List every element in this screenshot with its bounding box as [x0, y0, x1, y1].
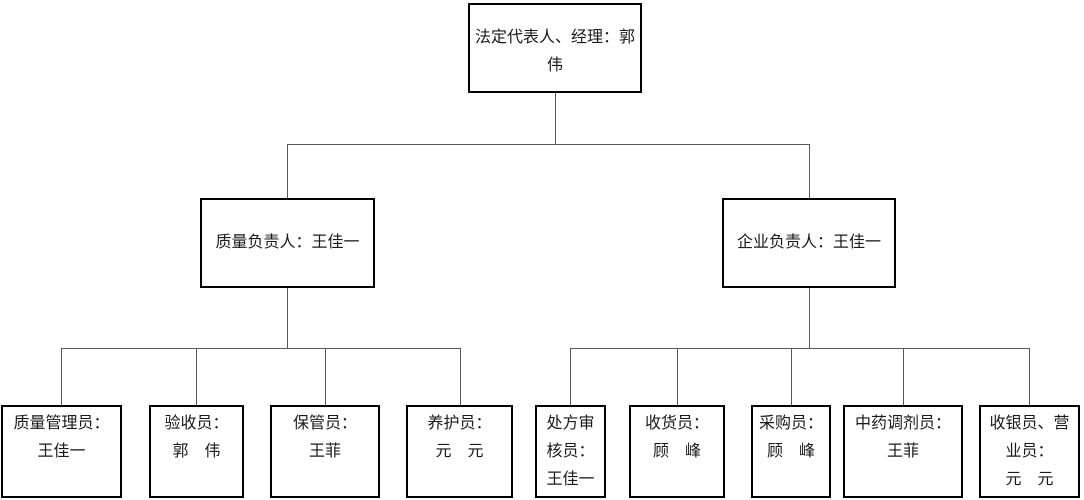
org-node-inspector: 验收员： 郭 伟: [149, 405, 244, 498]
connector-drop-maintainer: [460, 348, 461, 405]
org-node-label: 收银员、营 业员： 元 元: [989, 415, 1070, 488]
connector-drop-receiver: [677, 348, 678, 405]
org-node-label: 养护员： 元 元: [427, 415, 492, 460]
org-node-label: 质量负责人：王佳一: [215, 234, 360, 251]
connector-drop-inspector: [196, 348, 197, 405]
connector-drop-enterprise-manager: [809, 144, 810, 198]
connector-drop-prescription-reviewer: [570, 348, 571, 405]
connector-drop-purchaser: [791, 348, 792, 405]
connector-drop-custodian: [325, 348, 326, 405]
org-node-tcm-dispenser: 中药调剂员： 王菲: [843, 405, 963, 498]
connector-root-stem: [555, 93, 556, 144]
connector-enterprise-stem: [809, 288, 810, 348]
org-node-label: 法定代表人、经理：郭 伟: [474, 29, 635, 74]
connector-quality-span: [61, 348, 461, 349]
connector-drop-quality-admin: [61, 348, 62, 405]
connector-enterprise-span: [570, 348, 1030, 349]
org-node-purchaser: 采购员： 顾 峰: [751, 405, 831, 498]
org-node-label: 处方审 核员： 王佳一: [546, 415, 595, 488]
org-node-legal-representative: 法定代表人、经理：郭 伟: [468, 3, 642, 93]
org-node-maintainer: 养护员： 元 元: [406, 405, 513, 498]
org-node-enterprise-manager: 企业负责人：王佳一: [722, 198, 896, 288]
connector-quality-stem: [287, 288, 288, 348]
org-node-label: 采购员： 顾 峰: [758, 415, 823, 460]
org-node-label: 验收员： 郭 伟: [164, 415, 229, 460]
connector-drop-quality-manager: [287, 144, 288, 198]
org-node-label: 质量管理员： 王佳一: [13, 415, 110, 460]
connector-drop-tcm-dispenser: [903, 348, 904, 405]
org-node-label: 中药调剂员： 王菲: [854, 415, 951, 460]
connector-drop-cashier: [1029, 348, 1030, 405]
org-node-label: 企业负责人：王佳一: [736, 234, 881, 251]
org-node-label: 收货员： 顾 峰: [644, 415, 709, 460]
org-node-quality-manager: 质量负责人：王佳一: [200, 198, 375, 288]
org-node-prescription-reviewer: 处方审 核员： 王佳一: [535, 405, 606, 498]
org-node-quality-admin: 质量管理员： 王佳一: [1, 405, 122, 498]
org-node-cashier-salesperson: 收银员、营 业员： 元 元: [979, 405, 1080, 498]
org-node-receiver: 收货员： 顾 峰: [629, 405, 725, 498]
org-node-custodian: 保管员： 王菲: [270, 405, 380, 498]
connector-managers-span: [287, 144, 810, 145]
org-node-label: 保管员： 王菲: [292, 415, 357, 460]
